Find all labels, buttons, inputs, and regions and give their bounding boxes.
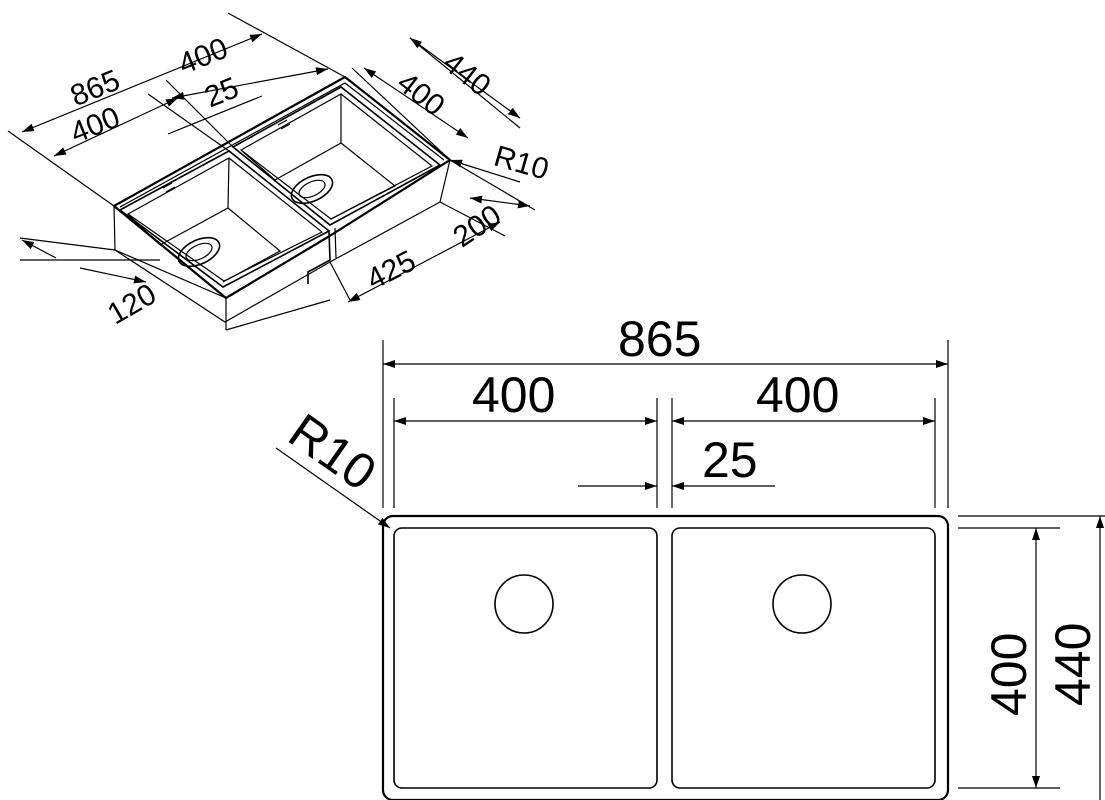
iso-dim-400-left: 400 (66, 101, 125, 150)
plan-sink-outline (381, 514, 950, 800)
plan-dimension-lines (275, 360, 1104, 800)
iso-dim-425: 425 (361, 244, 421, 296)
left-bowl (393, 527, 658, 789)
iso-dim-200: 200 (447, 199, 507, 254)
left-drain (494, 574, 554, 634)
right-bowl (671, 527, 936, 789)
plan-dim-440-depth: 440 (1045, 623, 1101, 706)
plan-dim-r10: R10 (279, 403, 386, 501)
iso-dimension-lines (21, 33, 531, 303)
right-drain (772, 574, 832, 634)
iso-sink-body (113, 75, 452, 330)
plan-dim-400-left: 400 (472, 367, 555, 423)
iso-dim-865: 865 (66, 64, 125, 113)
plan-dim-400-right: 400 (756, 367, 839, 423)
isometric-view: 865 400 400 25 440 400 R10 200 425 120 (7, 12, 552, 332)
iso-dim-25: 25 (200, 71, 243, 114)
plan-view: 865 400 400 25 R10 400 440 (275, 311, 1105, 800)
plan-dim-25: 25 (702, 432, 758, 488)
plan-dim-400-depth: 400 (981, 633, 1037, 716)
iso-dim-120: 120 (102, 278, 162, 332)
iso-dim-r10: R10 (490, 140, 552, 187)
plan-dim-865: 865 (618, 311, 701, 367)
